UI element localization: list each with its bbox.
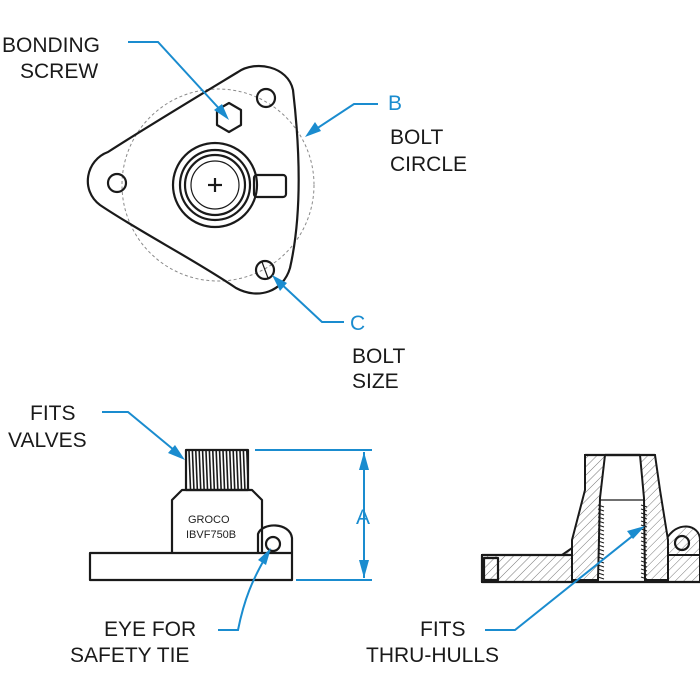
brand-marking: GROCO	[188, 514, 230, 526]
callout-bolt-circle: B BOLT CIRCLE	[305, 92, 467, 176]
section-eye-hole	[673, 534, 691, 552]
svg-text:EYE FOR: EYE FOR	[104, 618, 196, 641]
dimension-a-letter: A	[356, 506, 370, 529]
bolt-hole-top-right	[255, 87, 277, 109]
callout-bolt-size: C BOLT SIZE	[272, 275, 405, 393]
svg-text:SCREW: SCREW	[20, 60, 98, 83]
svg-text:FITS: FITS	[420, 618, 466, 641]
bolt-circle	[121, 88, 315, 282]
callout-eye: EYE FOR SAFETY TIE	[70, 548, 271, 667]
svg-text:BONDING: BONDING	[2, 34, 100, 57]
triangular-flange	[86, 64, 300, 295]
front-view: GROCO IBVF750B	[88, 448, 294, 582]
thread-lines	[188, 450, 250, 490]
svg-text:B: B	[388, 92, 402, 115]
tab	[252, 173, 288, 199]
svg-text:SIZE: SIZE	[352, 370, 399, 393]
base-plate	[88, 551, 294, 582]
svg-text:C: C	[350, 312, 365, 335]
callout-fits-valves: FITS VALVES	[8, 402, 185, 460]
section-view	[480, 453, 700, 584]
dimension-a: A	[255, 449, 372, 581]
callout-thru-hulls: FITS THRU-HULLS	[366, 526, 645, 667]
svg-text:BOLT: BOLT	[352, 345, 405, 368]
top-view	[86, 64, 315, 295]
eye-ear	[256, 524, 294, 553]
svg-text:SAFETY TIE: SAFETY TIE	[70, 644, 189, 667]
bolt-hole-left	[106, 172, 128, 194]
svg-text:FITS: FITS	[30, 402, 76, 425]
boss-outer	[171, 141, 259, 229]
model-marking: IBVF750B	[186, 529, 236, 541]
section-thread-lines	[597, 504, 648, 580]
svg-text:VALVES: VALVES	[8, 429, 87, 452]
svg-text:THRU-HULLS: THRU-HULLS	[366, 644, 499, 667]
callout-bonding-screw: BONDING SCREW	[2, 34, 229, 120]
svg-text:CIRCLE: CIRCLE	[390, 153, 467, 176]
svg-text:BOLT: BOLT	[390, 126, 443, 149]
bolt-hole-bottom-right	[254, 259, 276, 281]
safety-eye-hole	[264, 535, 282, 553]
